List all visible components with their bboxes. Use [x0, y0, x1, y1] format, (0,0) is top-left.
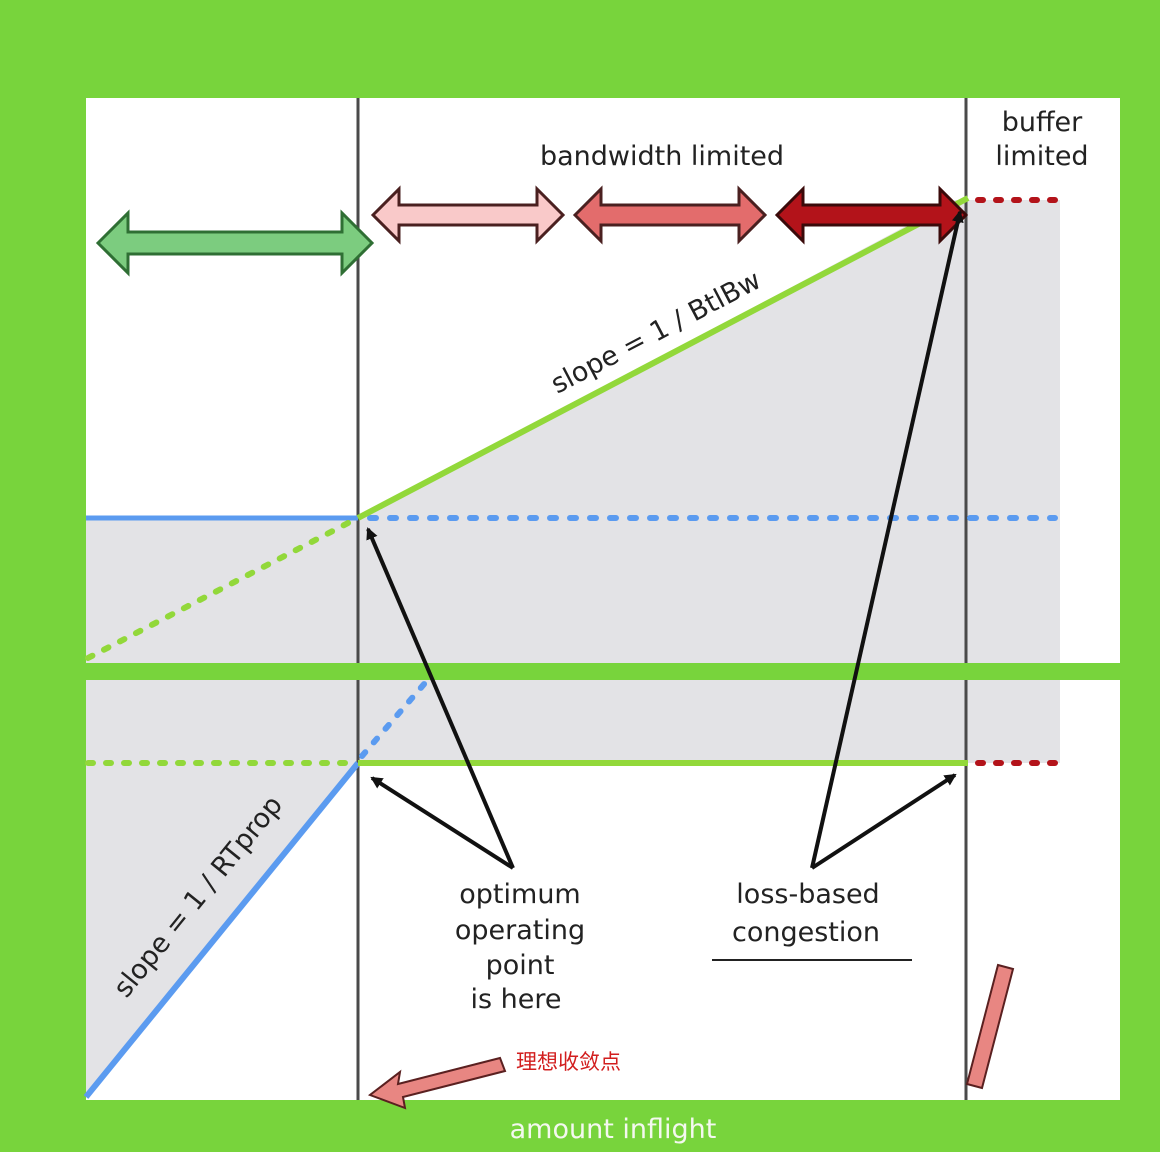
blue-dotted-extension — [359, 680, 428, 759]
x-axis-caption: amount inflight — [510, 1114, 717, 1145]
bottom-left-shade — [86, 680, 358, 1097]
buffer-limited-label-line1: buffer — [1002, 107, 1083, 138]
pink-pointer-arrow-icon — [367, 1056, 507, 1110]
double-headed-arrow-icon — [95, 209, 375, 277]
btlbw-slope-line — [356, 195, 970, 521]
double-headed-arrow-icon — [572, 185, 768, 245]
green-dotted-extension — [85, 519, 353, 661]
optimum-label-line4: is here — [471, 984, 562, 1015]
pointer-arrow-icon — [810, 210, 964, 869]
loss-based-label-line2: congestion — [732, 917, 880, 948]
loss-based-label-line1: loss-based — [736, 879, 879, 910]
optimum-label-line3: point — [486, 950, 555, 981]
pointer-arrow-icon — [370, 776, 515, 870]
buffer-limited-label-line2: limited — [995, 141, 1088, 172]
double-headed-arrow-icon — [370, 185, 566, 245]
pointer-arrow-icon — [810, 773, 957, 870]
bandwidth-limited-label: bandwidth limited — [540, 141, 784, 172]
bottom-panel — [86, 680, 1120, 1100]
pink-pointer-stroke-icon — [965, 963, 1015, 1090]
bottom-right-shade — [358, 680, 1060, 763]
double-headed-arrow-icon — [774, 185, 969, 245]
optimum-label-line1: optimum — [459, 879, 580, 910]
rtprop-slope-line — [83, 761, 361, 1099]
optimum-label-line2: operating — [455, 915, 585, 946]
chinese-annotation: 理想收敛点 — [516, 1050, 621, 1074]
pointer-arrow-icon — [366, 527, 515, 869]
